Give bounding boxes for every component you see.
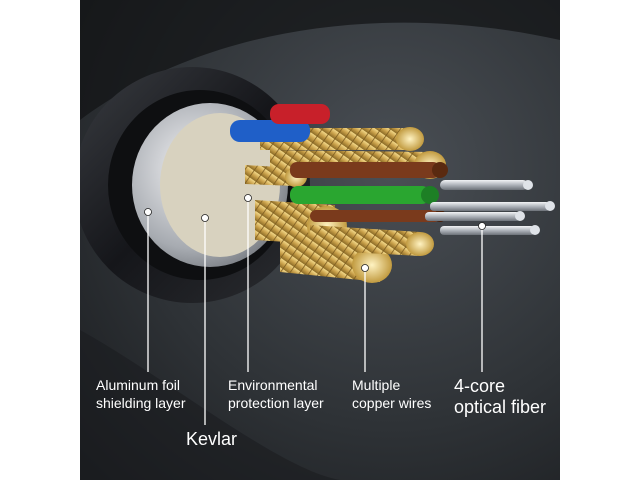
label-fiber-line2: optical fiber bbox=[454, 397, 546, 418]
label-environmental-protection: Environmental protection layer bbox=[228, 377, 324, 412]
label-copper-wires: Multiple copper wires bbox=[352, 377, 431, 412]
label-environmental-line2: protection layer bbox=[228, 395, 324, 413]
label-fiber-line1: 4-core bbox=[454, 376, 546, 397]
label-copper-line2: copper wires bbox=[352, 395, 431, 413]
label-aluminum-foil-line2: shielding layer bbox=[96, 395, 186, 413]
label-kevlar: Kevlar bbox=[186, 428, 237, 451]
label-aluminum-foil-line1: Aluminum foil bbox=[96, 377, 186, 395]
label-environmental-line1: Environmental bbox=[228, 377, 324, 395]
label-copper-line1: Multiple bbox=[352, 377, 431, 395]
label-aluminum-foil: Aluminum foil shielding layer bbox=[96, 377, 186, 412]
label-optical-fiber: 4-core optical fiber bbox=[454, 376, 546, 418]
